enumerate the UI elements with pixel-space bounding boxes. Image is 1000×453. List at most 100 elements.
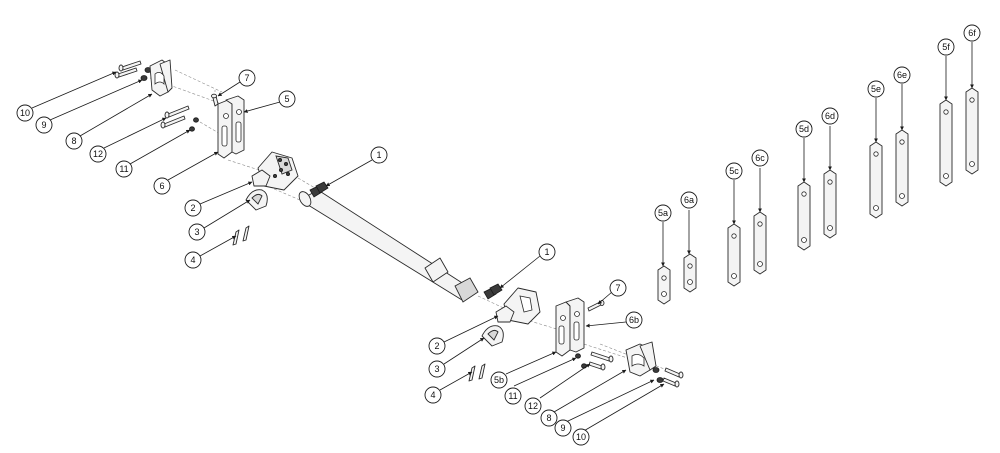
svg-text:1: 1 [544,247,549,257]
callout-12-lower: 12 [524,397,542,415]
svg-text:5c: 5c [729,166,739,176]
callout-8-upper: 8 [65,132,83,150]
svg-text:2: 2 [190,203,195,213]
svg-text:8: 8 [71,136,76,146]
callout-11-upper: 11 [115,160,133,178]
bushing-1-lower [483,283,503,300]
callout-10-lower: 10 [572,428,590,446]
svg-text:6a: 6a [684,195,694,205]
callout-6e: 6e [893,66,911,84]
cap-3-lower [481,325,504,347]
callout-5c: 5c [725,162,743,180]
svg-text:5a: 5a [658,208,668,218]
bolt-12-lower [588,351,614,371]
washer-9-lower [652,367,664,383]
alt-bracket-5e [869,141,883,219]
callout-6b: 6b [625,311,643,329]
callout-7-upper: 7 [238,69,256,87]
alt-bracket-5a [657,265,671,305]
svg-text:3: 3 [434,364,439,374]
washer-11-upper [189,117,199,132]
pins-4-upper [232,225,250,246]
washer-11-lower [575,353,587,369]
alt-bracket-6f [965,87,979,175]
callout-1-upper: 1 [370,146,388,164]
callout-4-lower: 4 [424,386,442,404]
bolt-10-lower [662,367,684,388]
alt-bracket-6a [683,253,697,293]
svg-text:6b: 6b [629,315,639,325]
svg-text:1: 1 [376,150,381,160]
svg-text:5f: 5f [942,42,950,52]
svg-text:6d: 6d [825,111,835,121]
bracket-6-5-upper [217,95,245,159]
bushing-1-upper [309,181,329,198]
svg-text:3: 3 [194,227,199,237]
callout-5a: 5a [654,204,672,222]
alt-bracket-6e [895,129,909,207]
svg-text:12: 12 [528,401,538,411]
svg-text:10: 10 [20,108,30,118]
svg-text:6f: 6f [968,28,976,38]
screw-7-lower [587,300,605,312]
alt-bracket-6d [823,169,837,239]
clamp-8-upper [149,59,173,97]
svg-text:4: 4 [430,390,435,400]
clamp-8-lower [625,341,657,377]
callout-2-upper: 2 [184,199,202,217]
leader-lines [31,42,974,433]
svg-text:6c: 6c [755,153,765,163]
callout-12-upper: 12 [89,145,107,163]
callout-6f: 6f [963,24,981,42]
callout-3-lower: 3 [428,360,446,378]
alt-bracket-5d [797,181,811,251]
callout-4-upper: 4 [184,251,202,269]
svg-text:2: 2 [434,341,439,351]
svg-text:5: 5 [284,94,289,104]
callout-1-lower: 1 [538,243,556,261]
bolt-10-upper [114,60,142,79]
washer-9-upper [140,67,152,81]
svg-text:6: 6 [159,181,164,191]
svg-text:11: 11 [119,164,128,174]
callout-7-lower: 7 [609,279,627,297]
callout-6d: 6d [821,107,839,125]
callout-9-lower: 9 [554,419,572,437]
cap-3-upper [245,189,268,211]
svg-text:7: 7 [615,283,620,293]
callout-5f: 5f [937,38,955,56]
screw-7-upper [211,93,219,107]
svg-text:7: 7 [244,73,249,83]
svg-text:9: 9 [560,423,565,433]
svg-text:4: 4 [190,255,195,265]
block-2-lower [495,287,541,325]
callout-5b: 5b [490,371,508,389]
svg-text:6e: 6e [897,70,907,80]
bracket-5b-6b-lower [555,297,585,357]
svg-text:5e: 5e [871,84,881,94]
svg-text:5d: 5d [799,124,809,134]
callout-6c: 6c [751,149,769,167]
callout-6a: 6a [680,191,698,209]
callout-5: 5 [278,90,296,108]
svg-text:8: 8 [546,413,551,423]
callout-11-lower: 11 [504,387,522,405]
callout-8-lower: 8 [540,409,558,427]
callout-6: 6 [153,177,171,195]
main-tube [298,189,479,303]
callout-2-lower: 2 [428,337,446,355]
callout-10-upper: 10 [16,104,34,122]
svg-text:9: 9 [41,120,46,130]
svg-text:12: 12 [93,149,103,159]
alt-bracket-5c [727,223,741,287]
bolt-12-upper [160,105,190,129]
svg-text:10: 10 [576,432,586,442]
alt-bracket-5f [939,99,953,187]
callout-9-upper: 9 [35,116,53,134]
callout-5d: 5d [795,120,813,138]
callout-3-upper: 3 [188,223,206,241]
block-2-upper [251,151,299,191]
callout-5e: 5e [867,80,885,98]
svg-text:11: 11 [508,391,517,401]
